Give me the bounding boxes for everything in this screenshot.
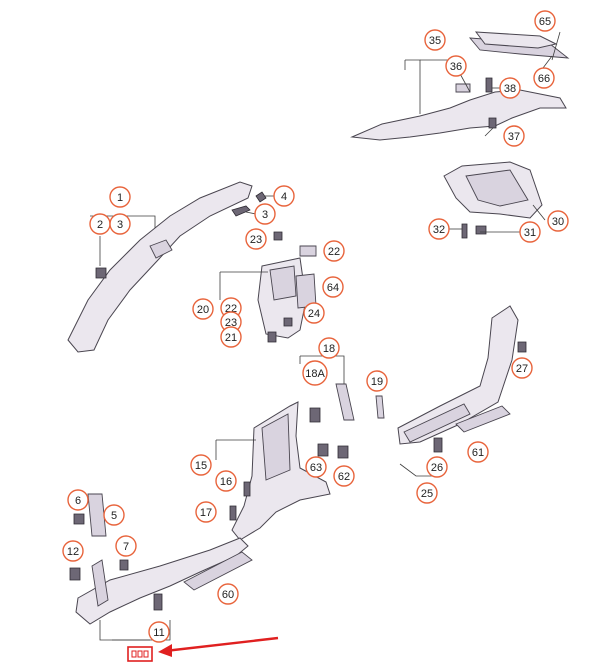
callout-15-label: 15: [195, 460, 207, 472]
callout-11-label: 11: [153, 627, 164, 639]
callout-21-label: 21: [225, 332, 237, 344]
callout-32-label: 32: [433, 224, 445, 236]
callout-18a: 18A: [302, 360, 328, 386]
callout-25-label: 25: [421, 488, 433, 500]
front-sill-trim-assembly: [69, 493, 253, 641]
callout-36: 36: [445, 55, 467, 77]
a-pillar-trim-assembly: [67, 181, 283, 353]
callout-35: 35: [424, 29, 446, 51]
callout-62: 62: [333, 465, 355, 487]
callout-6: 6: [67, 489, 89, 511]
callout-3a-label: 3: [117, 219, 123, 231]
callout-3b: 3: [254, 203, 276, 225]
rear-sill-trim-assembly: [397, 305, 527, 477]
callout-61-label: 61: [472, 447, 484, 459]
callout-66: 66: [533, 67, 555, 89]
callout-22a-label: 22: [328, 246, 340, 258]
callout-63: 63: [305, 456, 327, 478]
callout-17-label: 17: [200, 507, 212, 519]
callout-64-label: 64: [327, 282, 339, 294]
callout-7-label: 7: [123, 541, 129, 553]
callout-61: 61: [467, 441, 489, 463]
callout-23a-label: 23: [250, 234, 262, 246]
callout-62-label: 62: [338, 471, 350, 483]
callout-5: 5: [103, 504, 125, 526]
callout-23b-label: 23: [225, 317, 237, 329]
callout-1: 1: [109, 186, 131, 208]
callout-31: 31: [519, 221, 541, 243]
callout-65: 65: [534, 10, 556, 32]
callout-17: 17: [195, 501, 217, 523]
callout-37: 37: [503, 125, 525, 147]
callout-30-label: 30: [552, 216, 564, 228]
callout-30: 30: [547, 210, 569, 232]
callout-1-label: 1: [117, 192, 123, 204]
callout-12-label: 12: [67, 546, 79, 558]
callout-18: 18: [318, 337, 340, 359]
callout-7: 7: [115, 535, 137, 557]
highlighted-part-marker: [127, 646, 153, 662]
callout-4-label: 4: [281, 191, 287, 203]
callout-18a-label: 18A: [305, 368, 325, 380]
callout-26-label: 26: [431, 462, 443, 474]
red-arrow: [158, 636, 279, 657]
callout-60: 60: [217, 583, 239, 605]
callout-19-label: 19: [371, 376, 383, 388]
callout-21: 21: [220, 326, 242, 348]
b-pillar-trim-assembly: [219, 245, 317, 343]
callout-20: 20: [192, 298, 214, 320]
center-lower-trim-assembly: [215, 355, 385, 541]
callout-27-label: 27: [516, 363, 528, 375]
callout-31-label: 31: [524, 227, 536, 239]
callout-35-label: 35: [429, 35, 441, 47]
callout-12: 12: [62, 540, 84, 562]
callout-63-label: 63: [310, 462, 322, 474]
callout-36-label: 36: [450, 61, 462, 73]
callout-24: 24: [303, 302, 325, 324]
callout-23a: 23: [245, 228, 267, 250]
callout-18-label: 18: [323, 343, 335, 355]
callout-6-label: 6: [75, 495, 81, 507]
callout-24-label: 24: [308, 308, 320, 320]
callout-37-label: 37: [508, 131, 520, 143]
callout-16-label: 16: [220, 476, 232, 488]
callout-11: 11: [148, 621, 170, 643]
callout-19: 19: [366, 370, 388, 392]
callout-15: 15: [190, 454, 212, 476]
headliner-trim-assembly: [350, 31, 570, 141]
quarter-trim-assembly: [443, 161, 546, 239]
callout-2-label: 2: [97, 219, 103, 231]
callout-27: 27: [511, 357, 533, 379]
callout-2: 2: [89, 213, 111, 235]
callout-20-label: 20: [197, 304, 209, 316]
callout-38-label: 38: [504, 83, 516, 95]
callout-4: 4: [273, 185, 295, 207]
callout-32: 32: [428, 218, 450, 240]
callout-22a: 22: [323, 240, 345, 262]
callout-65-label: 65: [539, 16, 551, 28]
callout-60-label: 60: [222, 589, 234, 601]
callout-26: 26: [426, 456, 448, 478]
callout-64: 64: [322, 276, 344, 298]
callout-25: 25: [416, 482, 438, 504]
callout-16: 16: [215, 470, 237, 492]
callout-3b-label: 3: [262, 209, 268, 221]
callout-66-label: 66: [538, 73, 550, 85]
callout-38: 38: [499, 77, 521, 99]
callout-5-label: 5: [111, 510, 117, 522]
callout-3a: 3: [109, 213, 131, 235]
